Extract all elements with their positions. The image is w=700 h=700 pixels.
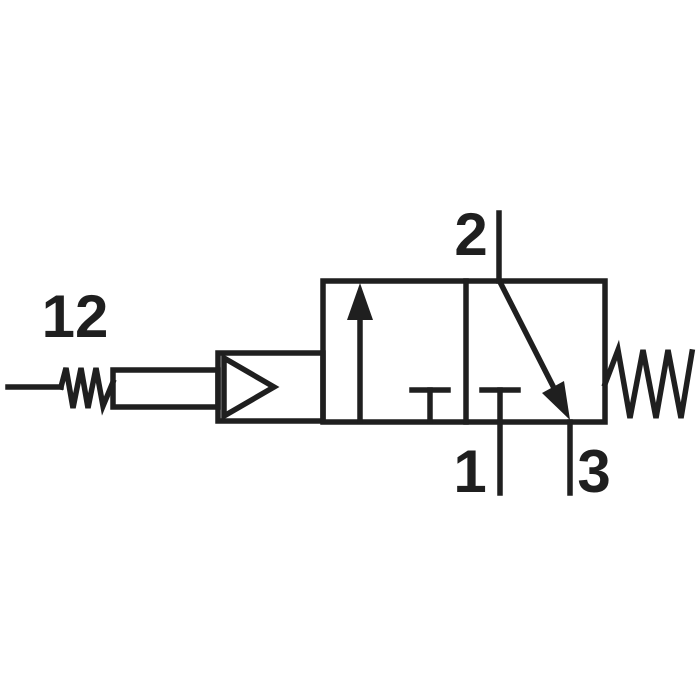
schematic-linework bbox=[5, 210, 696, 496]
label-pilot-port-12: 12 bbox=[42, 283, 109, 350]
port-labels: 12 2 1 3 bbox=[42, 201, 611, 505]
label-port-3: 3 bbox=[577, 438, 610, 505]
flow-arrowhead-diagonal-icon bbox=[542, 381, 570, 420]
pilot-spring-icon bbox=[57, 367, 117, 416]
pilot-plunger-box bbox=[110, 367, 221, 410]
arrowheads bbox=[347, 283, 570, 420]
pneumatic-pilot-triangle-icon bbox=[221, 353, 280, 421]
return-spring-icon bbox=[601, 339, 696, 419]
flow-arrowhead-up-icon bbox=[347, 283, 373, 320]
label-port-2: 2 bbox=[454, 201, 487, 268]
flow-arrow-diagonal-line bbox=[496, 278, 560, 396]
label-port-1: 1 bbox=[453, 438, 486, 505]
